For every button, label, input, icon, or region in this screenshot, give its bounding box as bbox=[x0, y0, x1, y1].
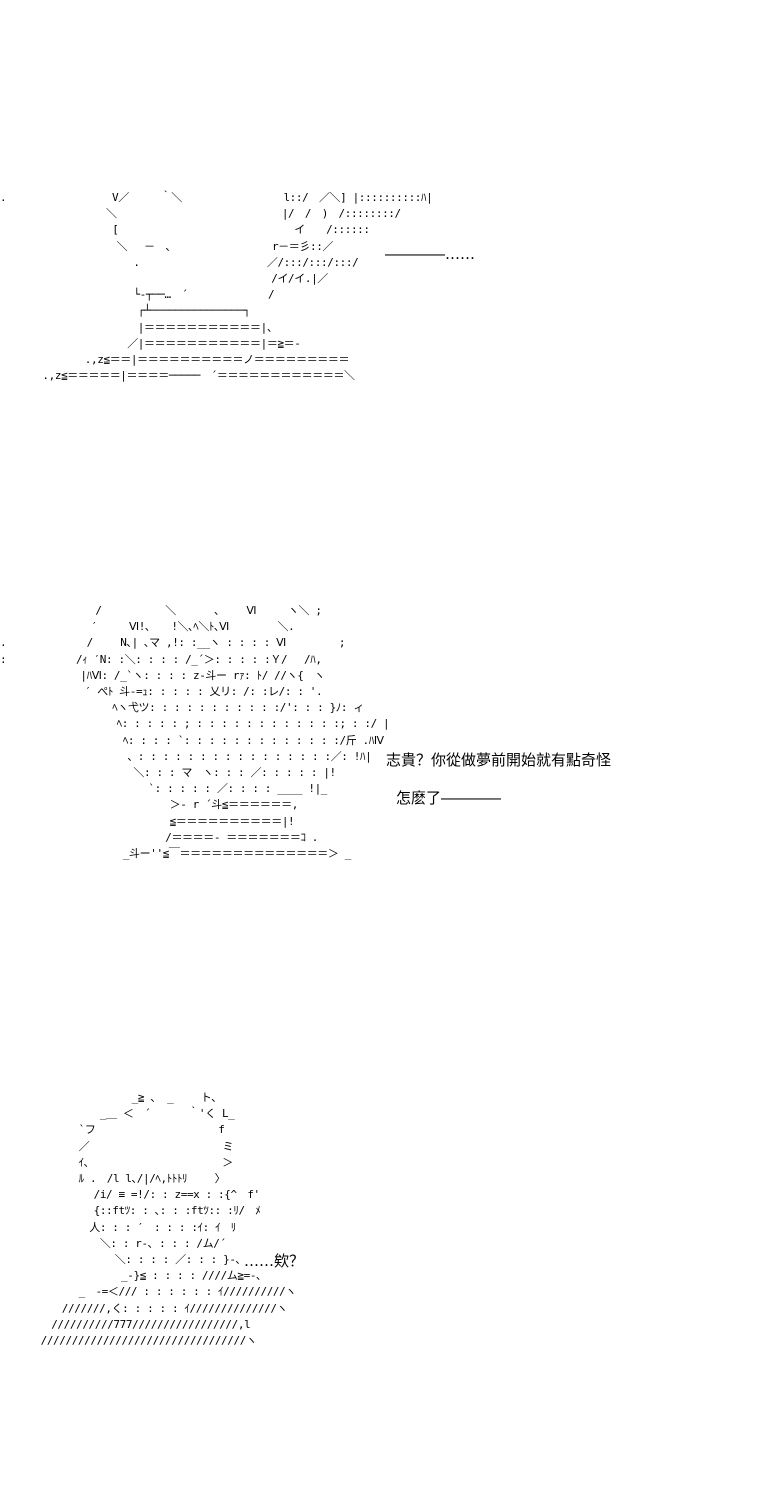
dialogue-line: 怎麽了―――― bbox=[396, 789, 502, 807]
ascii-art-figure: / ＼ 、 Ⅵ ヽ＼ ; ′ Ⅵ!､ !＼､ﾍ＼ﾄ､Ⅵ ＼. . / N､| ､… bbox=[0, 604, 390, 861]
dialogue-line: 志貴？你從做夢前開始就有點奇怪 bbox=[386, 751, 612, 769]
ascii-art-figure: _≧ 、 _ ト、 _＿ ＜ ´ ｀'く L_ `フ f ／ ミ ｲ､ ＞ ﾙ … bbox=[40, 1091, 297, 1348]
dialogue-line: ――――…… bbox=[385, 245, 475, 263]
panel-1: . V／ ｀＼ l::/ ／＼] |::::::::::ﾊ| ＼ |/ / ) … bbox=[0, 185, 777, 415]
panel-2: / ＼ 、 Ⅵ ヽ＼ ; ′ Ⅵ!､ !＼､ﾍ＼ﾄ､Ⅵ ＼. . / N､| ､… bbox=[0, 600, 777, 900]
dialogue-line: ……欸？ bbox=[244, 1252, 305, 1270]
panel-3: _≧ 、 _ ト、 _＿ ＜ ´ ｀'く L_ `フ f ／ ミ ｲ､ ＞ ﾙ … bbox=[0, 1090, 777, 1390]
ascii-art-figure: . V／ ｀＼ l::/ ／＼] |::::::::::ﾊ| ＼ |/ / ) … bbox=[0, 191, 433, 383]
